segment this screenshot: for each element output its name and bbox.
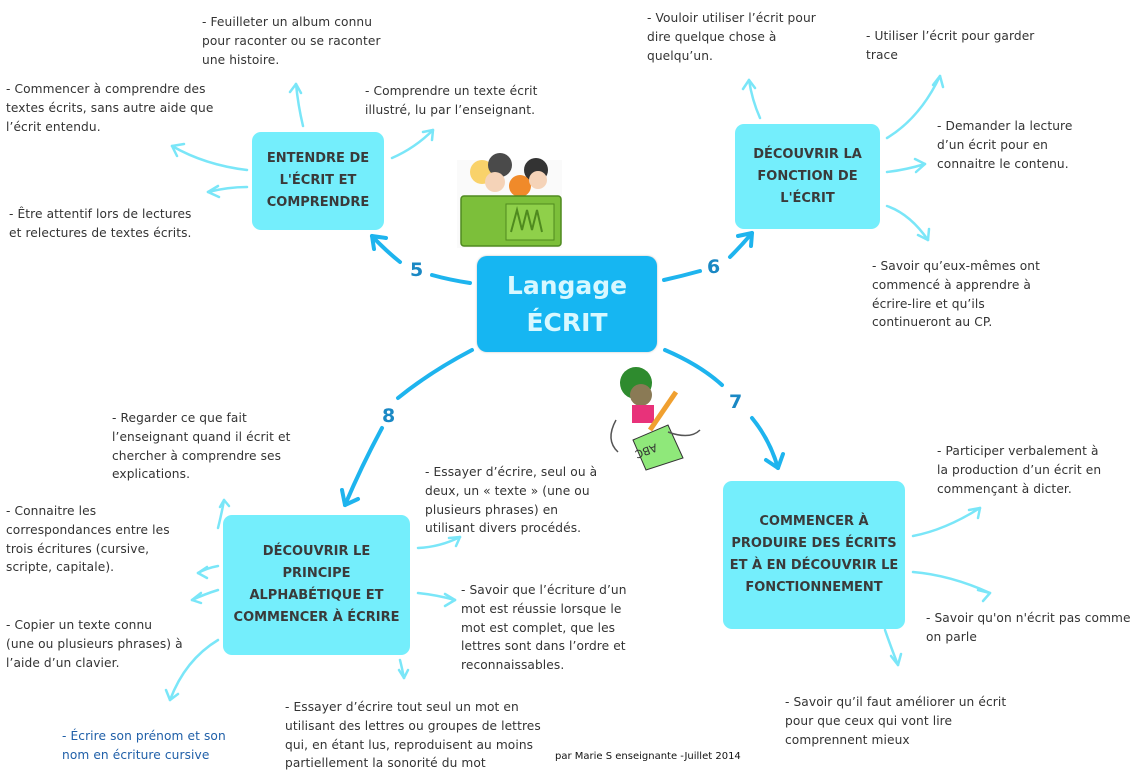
note-savoir-eux-memes: - Savoir qu’eux-mêmes ont commencé à app…	[872, 259, 1041, 330]
note-comprendre-texte-illustre: - Comprendre un texte écrit illustré, lu…	[365, 84, 538, 117]
note-pas-comme-on-parle: - Savoir qu'on n'écrit pas comme on parl…	[926, 611, 1131, 644]
note-correspondances: - Connaitre les correspondances entre le…	[6, 504, 170, 575]
topic-fonction-ecrit[interactable]: DÉCOUVRIR LA FONCTION DE L'ÉCRIT	[735, 124, 880, 229]
note-essayer-texte: - Essayer d’écrire, seul ou à deux, un «…	[425, 465, 598, 536]
note-ecrire-prenom: - Écrire son prénom et son nom en écritu…	[62, 729, 226, 762]
arrowhead-8	[340, 488, 360, 507]
note-etre-attentif: - Être attentif lors de lectures et rele…	[9, 207, 192, 240]
connector-7b	[750, 416, 780, 470]
central-topic[interactable]: Langage ÉCRIT	[477, 256, 657, 352]
note-essayer-mot: - Essayer d’écrire tout seul un mot en u…	[285, 700, 541, 771]
connector-6	[662, 269, 702, 282]
note-commencer-comprendre: - Commencer à comprendre des textes écri…	[6, 82, 214, 134]
children-reading-book-icon	[457, 153, 562, 248]
child-writing-abc-icon: ABC	[610, 367, 701, 471]
topic-produire-ecrits[interactable]: COMMENCER À PRODUIRE DES ÉCRITS ET À EN …	[723, 481, 905, 629]
branch-number-5: 5	[410, 259, 424, 281]
note-ecriture-reussie: - Savoir que l’écriture d’un mot est réu…	[461, 583, 627, 673]
note-participer-verbalement: - Participer verbalement à la production…	[937, 444, 1102, 496]
topic-entendre-ecrit[interactable]: ENTENDRE DE L'ÉCRIT ET COMPRENDRE	[252, 132, 384, 230]
note-garder-trace: - Utiliser l’écrit pour garder trace	[866, 29, 1035, 62]
author-credit: par Marie S enseignante -Juillet 2014	[555, 751, 741, 762]
connector-8b	[343, 426, 384, 507]
arrowhead-7	[764, 452, 785, 470]
note-feuilleter-album: - Feuilleter un album connu pour raconte…	[202, 15, 381, 67]
branch-number-8: 8	[382, 405, 396, 427]
topic-principe-alphabetique[interactable]: DÉCOUVRIR LE PRINCIPE ALPHABÉTIQUE ET CO…	[223, 515, 410, 655]
note-copier-texte: - Copier un texte connu (une ou plusieur…	[6, 618, 183, 670]
note-vouloir-utiliser: - Vouloir utiliser l’écrit pour dire que…	[647, 11, 816, 63]
arrowhead-6	[736, 231, 754, 248]
note-regarder-enseignant: - Regarder ce que fait l’enseignant quan…	[112, 411, 291, 482]
branch-number-7: 7	[729, 391, 743, 413]
note-demander-lecture: - Demander la lecture d’un écrit pour en…	[937, 119, 1073, 171]
branch-number-6: 6	[707, 256, 721, 278]
connector-5	[430, 273, 472, 285]
connector-7	[663, 348, 724, 387]
note-ameliorer-ecrit: - Savoir qu’il faut améliorer un écrit p…	[785, 695, 1007, 747]
connector-8	[396, 348, 474, 400]
arrowhead-5	[370, 234, 388, 251]
